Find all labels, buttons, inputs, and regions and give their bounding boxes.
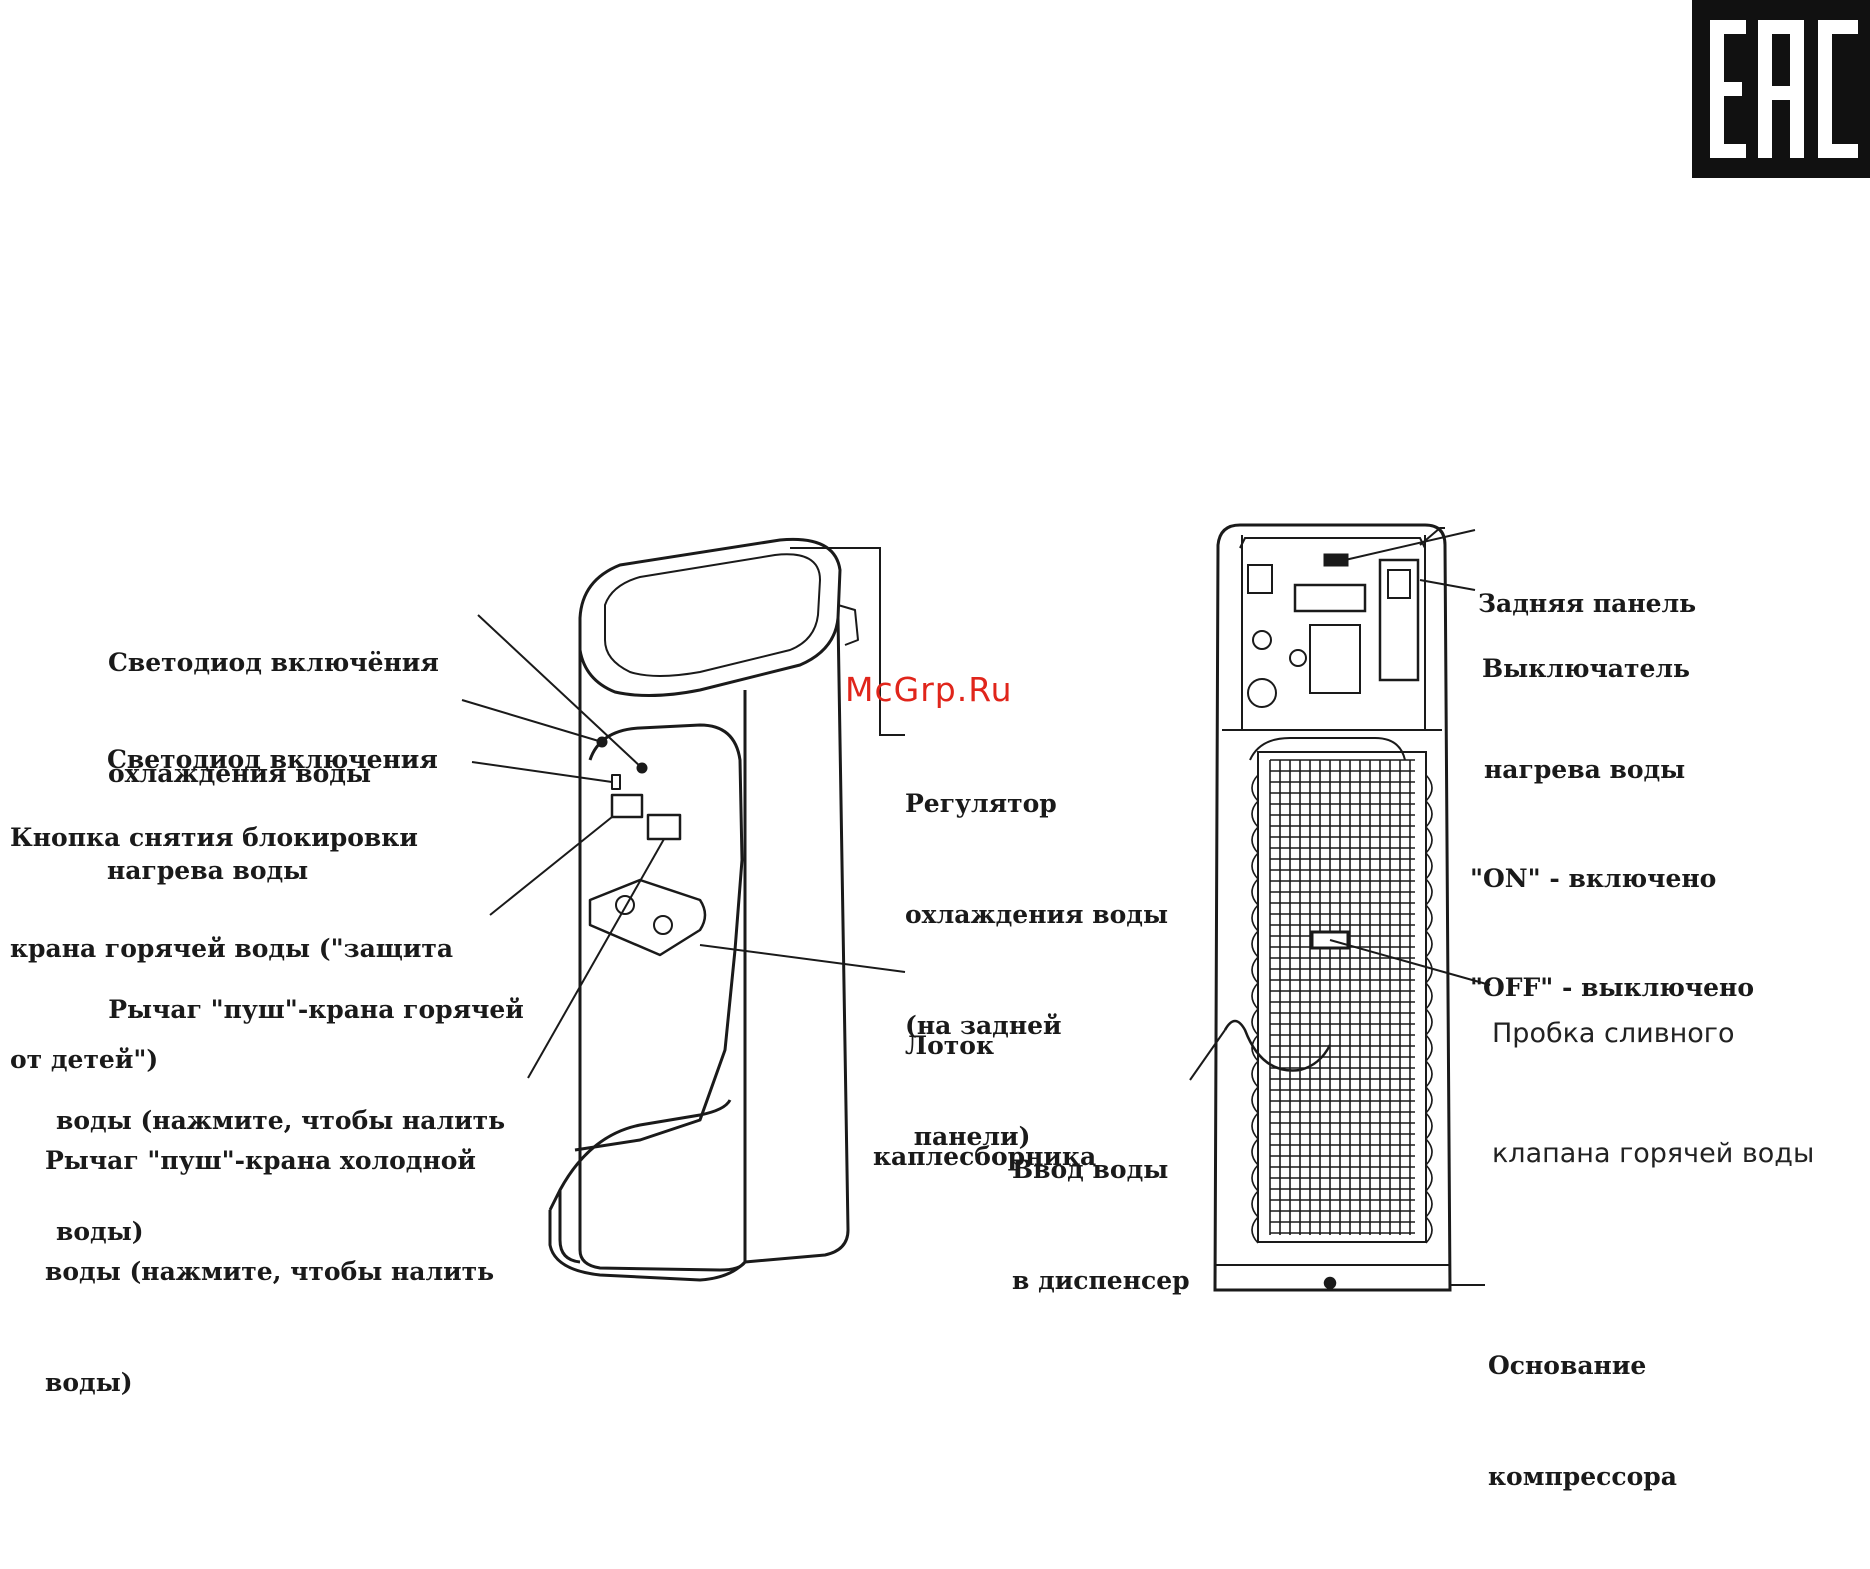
label-back-panel: Задняя панель [1478, 589, 1697, 618]
coil-bend [1251, 1034, 1433, 1062]
back-leader-lines [1189, 527, 1491, 1286]
label-cold-water-lever: Рычаг "пуш"-крана холодной воды (нажмите… [45, 1146, 495, 1397]
label-child-lock-button: Кнопка снятия блокировки крана горячей в… [10, 823, 454, 1074]
back-dispenser-drawing [1213, 523, 1452, 1292]
label-hot-water-lever: Рычаг "пуш"-крана горячей воды (нажмите,… [56, 995, 524, 1246]
label-drain-plug: Пробка сливного клапана горячей воды [1492, 1018, 1815, 1169]
coil-bend [1251, 1216, 1433, 1244]
coil-bend [1251, 826, 1433, 854]
back-condenser-grid [1251, 759, 1433, 1244]
drawings [461, 0, 1870, 1292]
coil-bend [1251, 1190, 1433, 1218]
front-leader-lines [461, 547, 906, 1079]
coil-bend [1251, 930, 1433, 958]
watermark-text: McGrp.Ru [845, 670, 1013, 709]
label-heating-led: Светодиод включения нагрева воды [107, 745, 438, 885]
label-drip-tray: Лоток каплесборника [873, 1031, 1097, 1171]
coil-bend [1251, 1164, 1433, 1192]
coil-bend [1251, 1086, 1433, 1114]
label-water-inlet: Ввод воды в диспенсер [1012, 1155, 1190, 1295]
label-heating-switch: Выключатель нагрева воды "ON" - включено… [1470, 654, 1755, 1002]
coil-bend [1251, 1112, 1433, 1140]
coil-bend [1251, 956, 1433, 984]
coil-bend [1251, 774, 1433, 802]
front-dispenser-drawing [548, 537, 859, 1282]
diagram-stage: McGrp.Ru Светодиод включёния охлаждения … [10, 0, 1870, 1491]
coil-bend [1251, 904, 1433, 932]
label-cooling-regulator: Регулятор охлаждения воды (на задней пан… [905, 789, 1169, 1151]
coil-bend [1251, 1008, 1433, 1036]
eac-logo [1692, 0, 1870, 178]
coil-bend [1251, 1138, 1433, 1166]
coil-bend [1251, 878, 1433, 906]
label-cooling-led: Светодиод включёния охлаждения воды [108, 648, 439, 788]
coil-bend [1251, 1060, 1433, 1088]
coil-bend [1251, 852, 1433, 880]
label-compressor-base: Основание компрессора [1488, 1351, 1677, 1491]
coil-bend [1251, 982, 1433, 1010]
coil-bend [1251, 800, 1433, 828]
